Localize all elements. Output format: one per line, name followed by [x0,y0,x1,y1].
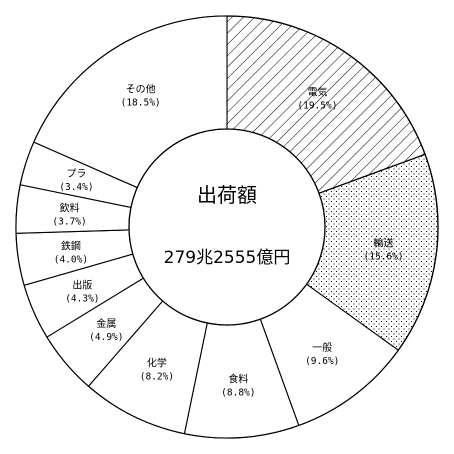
segment-percent-label: (9.6%) [305,356,339,367]
segment-percent-label: (18.5%) [121,98,161,109]
segment-percent-label: (3.7%) [52,216,86,227]
segment-percent-label: (19.5%) [297,100,337,111]
segment-label: 出版 [72,279,92,292]
donut-hole [128,128,326,326]
segment-percent-label: (4.0%) [54,254,88,265]
segment-label: 金属 [96,317,116,330]
center-title: 出荷額 [197,183,257,207]
segment-label: 一般 [312,341,332,354]
segment-percent-label: (8.2%) [140,372,174,383]
center-value: 279兆2555億円 [164,248,291,268]
segment-label: 鉄鋼 [61,239,81,252]
segment-percent-label: (8.8%) [221,388,255,399]
chart-labels: 電気 (19.5%) 輸送 (15.6%) 一般 (9.6%) 食料 (8.8%) 化学 (8.2… [52,83,403,399]
segment-percent-label: (3.4%) [59,182,93,193]
segment-label: 輸送 [374,236,394,249]
segment-label: 飲料 [60,201,80,214]
segment-label: 電気 [307,85,327,98]
segment-label: その他 [126,83,156,96]
chart-segments [15,15,439,439]
segment-percent-label: (4.3%) [65,294,99,305]
segment-percent-label: (4.9%) [89,332,123,343]
segment-label: 化学 [147,357,167,370]
segment-percent-label: (15.6%) [364,251,404,262]
segment-label: プラ [66,168,86,180]
segment-label: 食料 [228,373,248,386]
